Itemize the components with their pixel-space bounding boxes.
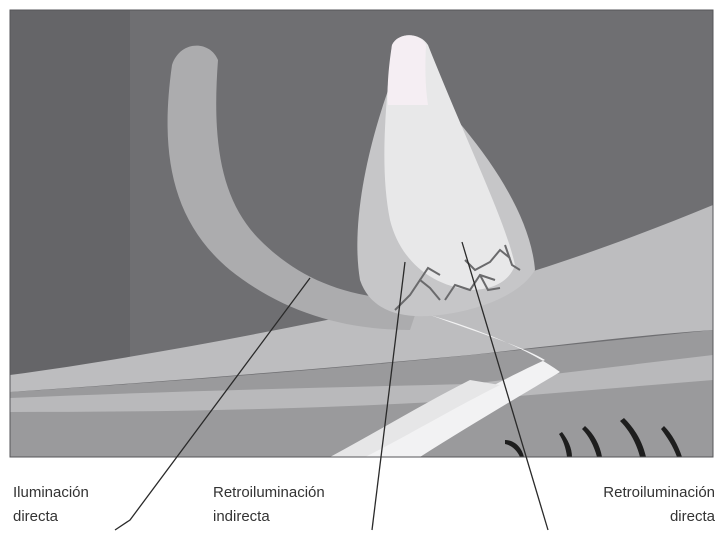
label-indirect-retroillumination-line1: Retroiluminación [213,481,325,505]
label-direct-retroillumination-line2: directa [603,505,715,529]
lens-tip [388,35,428,105]
label-indirect-retroillumination-line2: indirecta [213,505,325,529]
label-direct-retroillumination-line1: Retroiluminación [603,481,715,505]
label-direct-illumination-line2: directa [13,505,89,529]
label-direct-retroillumination: Retroiluminación directa [603,481,715,529]
label-direct-illumination: Iluminación directa [13,481,89,529]
label-indirect-retroillumination: Retroiluminación indirecta [213,481,325,529]
label-direct-illumination-line1: Iluminación [13,481,89,505]
